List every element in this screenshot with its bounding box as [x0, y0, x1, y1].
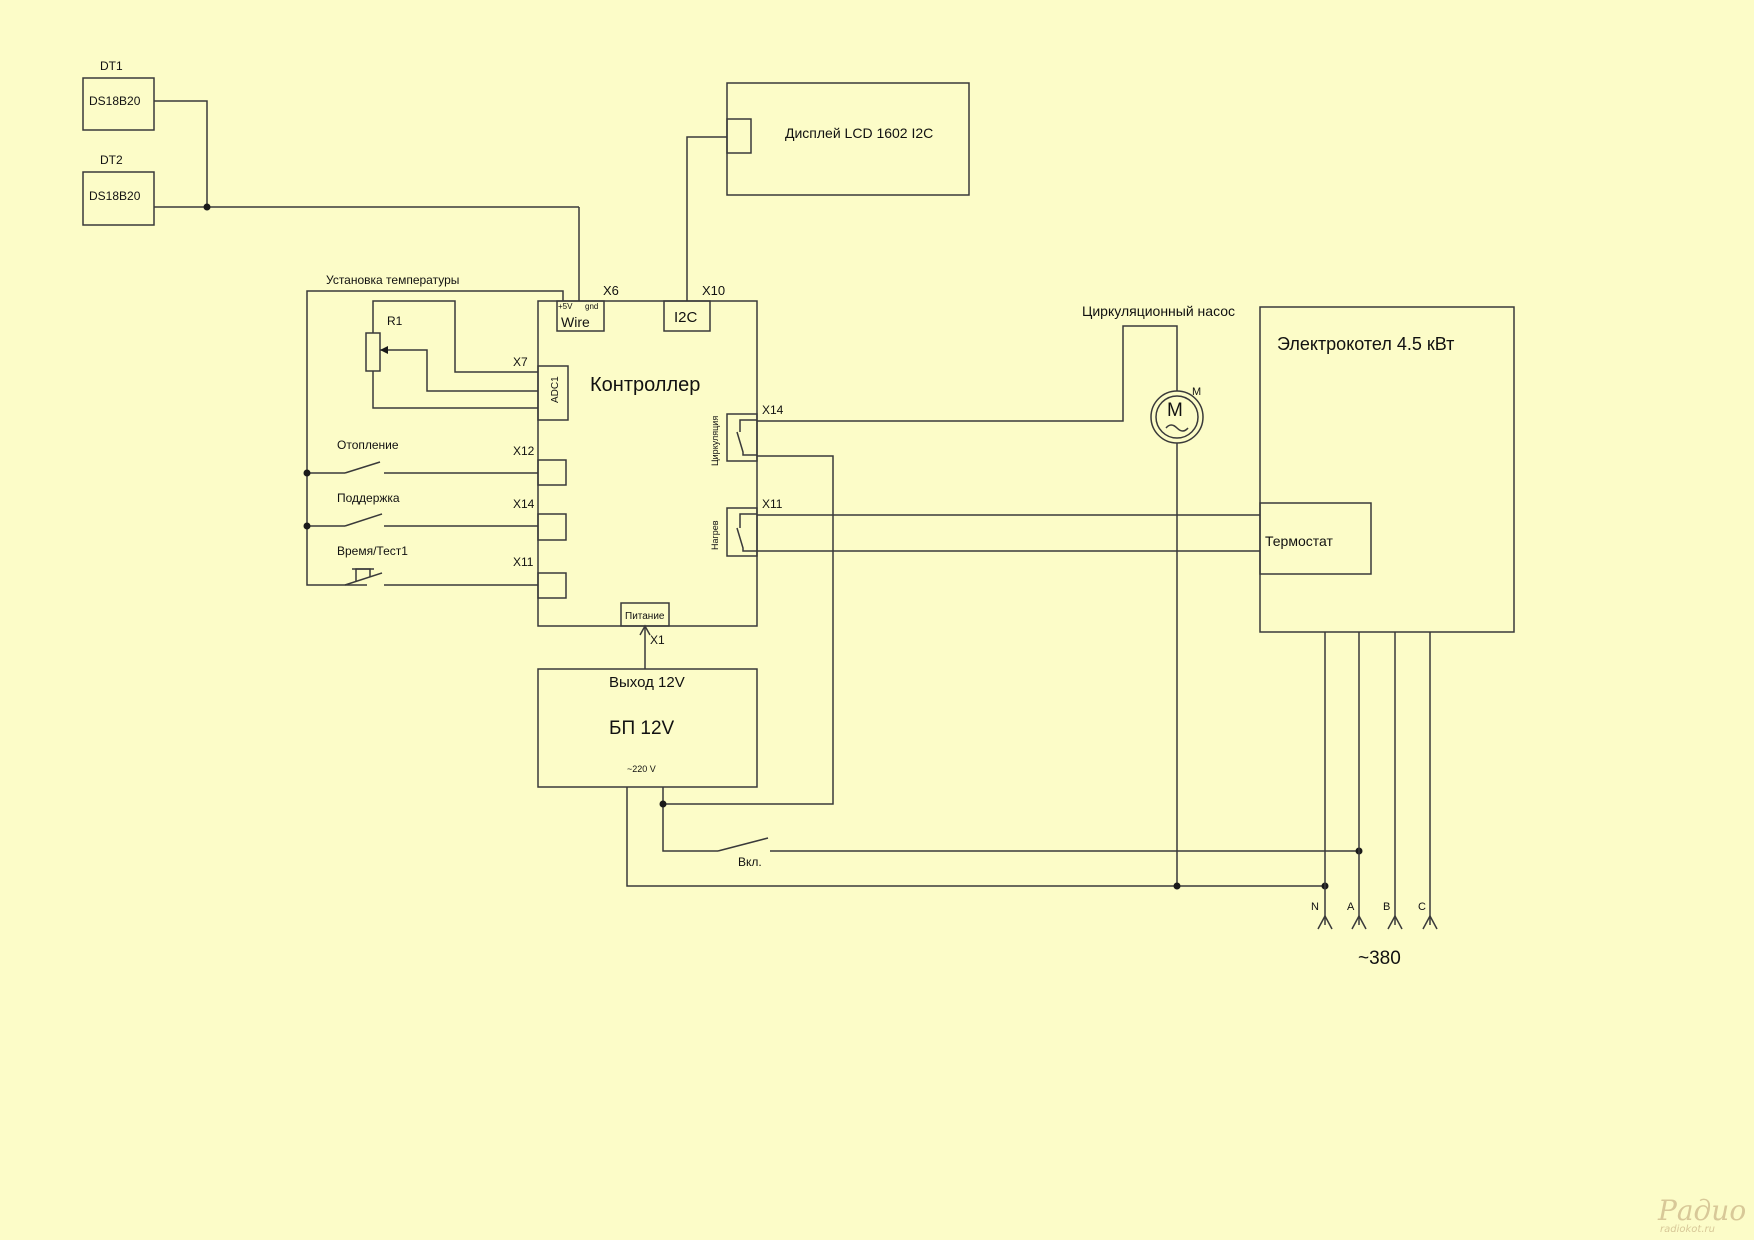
input-section: Установка температуры R1 Отопление Подде… [303, 273, 564, 586]
controller: Контроллер +5V gnd Wire X6 I2C X10 ADC1 … [513, 283, 784, 647]
psu-output-label: Выход 12V [609, 674, 685, 691]
main-switch-label: Вкл. [738, 855, 762, 869]
button-time-test: Время/Тест1 [337, 544, 538, 586]
display-label: Дисплей LCD 1602 I2C [785, 125, 933, 141]
switch-support-label: Поддержка [337, 491, 400, 505]
phase-c-label: C [1418, 901, 1426, 913]
sensor-dt2: DT2 DS18B20 [82, 153, 155, 226]
relay-heat-box [726, 507, 758, 557]
input-x11-box [537, 572, 567, 599]
common-rail [306, 290, 564, 586]
r1-body [365, 332, 381, 372]
wire-pin-5v: +5V [558, 302, 573, 311]
boiler-title: Электрокотел 4.5 кВт [1277, 334, 1454, 354]
main-switch [717, 837, 769, 852]
thermostat-label: Термостат [1265, 533, 1333, 549]
electric-boiler: Электрокотел 4.5 кВт Термостат [757, 306, 1515, 633]
connector-x12: X12 [513, 444, 535, 458]
controller-box [537, 300, 758, 627]
wire-port-box [556, 300, 605, 332]
temp-setting-label: Установка температуры [326, 273, 459, 287]
connector-x14-right: X14 [762, 403, 784, 417]
input-x14-box [537, 513, 567, 541]
wire-pin-gnd: gnd [585, 302, 598, 311]
watermark-url: radiokot.ru [1660, 1224, 1715, 1235]
terminal-n [1317, 914, 1333, 930]
relay-circ-label: Циркуляция [710, 416, 720, 466]
psu-box [537, 668, 758, 788]
pump-label: Циркуляционный насос [1082, 303, 1235, 319]
sensor-dt1-part: DS18B20 [89, 94, 141, 108]
adc-port-box [537, 365, 569, 421]
adc-label: ADC1 [550, 376, 561, 403]
connector-x1: X1 [650, 633, 665, 647]
watermark-title: Радио КОТ [1657, 1194, 1754, 1227]
connector-x7: X7 [513, 355, 528, 369]
potentiometer-r1: R1 [365, 300, 538, 409]
motor-tilde-icon [1165, 424, 1189, 432]
psu-input-label: ~220 V [627, 764, 656, 774]
mains-voltage: ~380 [1358, 948, 1401, 969]
connector-x11-left: X11 [513, 555, 534, 569]
terminal-c [1422, 914, 1438, 930]
sensor-dt1-ref: DT1 [100, 59, 123, 73]
motor-symbol: M [1167, 400, 1183, 421]
sensor-bus-wiring [154, 100, 580, 301]
switch-heating-label: Отопление [337, 438, 399, 452]
switch-heating: Отопление [303, 438, 538, 477]
switch-support: Поддержка [303, 491, 538, 530]
phase-n-label: N [1311, 901, 1319, 913]
wire-port-label: Wire [561, 314, 590, 330]
psu-name: БП 12V [609, 718, 675, 739]
power-port-label: Питание [625, 611, 665, 622]
input-x12-box [537, 459, 567, 486]
terminal-a [1351, 914, 1367, 930]
power-supply: Выход 12V БП 12V ~220 V [537, 624, 758, 788]
thermostat-box [1259, 502, 1372, 575]
motor-ref: M [1192, 386, 1201, 398]
motor-inner [1155, 395, 1199, 439]
junction-dot [203, 203, 211, 211]
controller-title: Контроллер [590, 374, 700, 396]
boiler-box [1259, 306, 1515, 633]
sensor-dt2-ref: DT2 [100, 153, 123, 167]
sensor-dt1-box [82, 77, 155, 131]
mains-wiring: Вкл. N A B C ~380 [626, 632, 1438, 969]
terminal-b [1387, 914, 1403, 930]
relay-return-wire [663, 455, 834, 805]
circulation-pump: Циркуляционный насос M M [757, 303, 1235, 886]
connector-x11-right: X11 [762, 497, 783, 511]
sensor-dt1: DT1 DS18B20 [82, 59, 155, 131]
connector-x10: X10 [702, 283, 725, 298]
connector-x6: X6 [603, 283, 619, 298]
connector-x14-left: X14 [513, 497, 535, 511]
i2c-wire [686, 136, 727, 301]
r1-label: R1 [387, 314, 403, 328]
button-time-test-label: Время/Тест1 [337, 544, 408, 558]
i2c-port-box [663, 300, 711, 332]
phase-b-label: B [1383, 901, 1390, 913]
display-connector [726, 118, 752, 154]
phase-a-label: A [1347, 901, 1355, 913]
relay-circ-box [726, 413, 758, 462]
i2c-port-label: I2C [674, 309, 698, 326]
relay-heat-label: Нагрев [710, 520, 720, 550]
sensor-dt2-part: DS18B20 [89, 189, 141, 203]
display-module: Дисплей LCD 1602 I2C [686, 82, 970, 301]
sensor-dt2-box [82, 171, 155, 226]
watermark-logo: Радио КОТ radiokot.ru [1657, 1194, 1754, 1235]
